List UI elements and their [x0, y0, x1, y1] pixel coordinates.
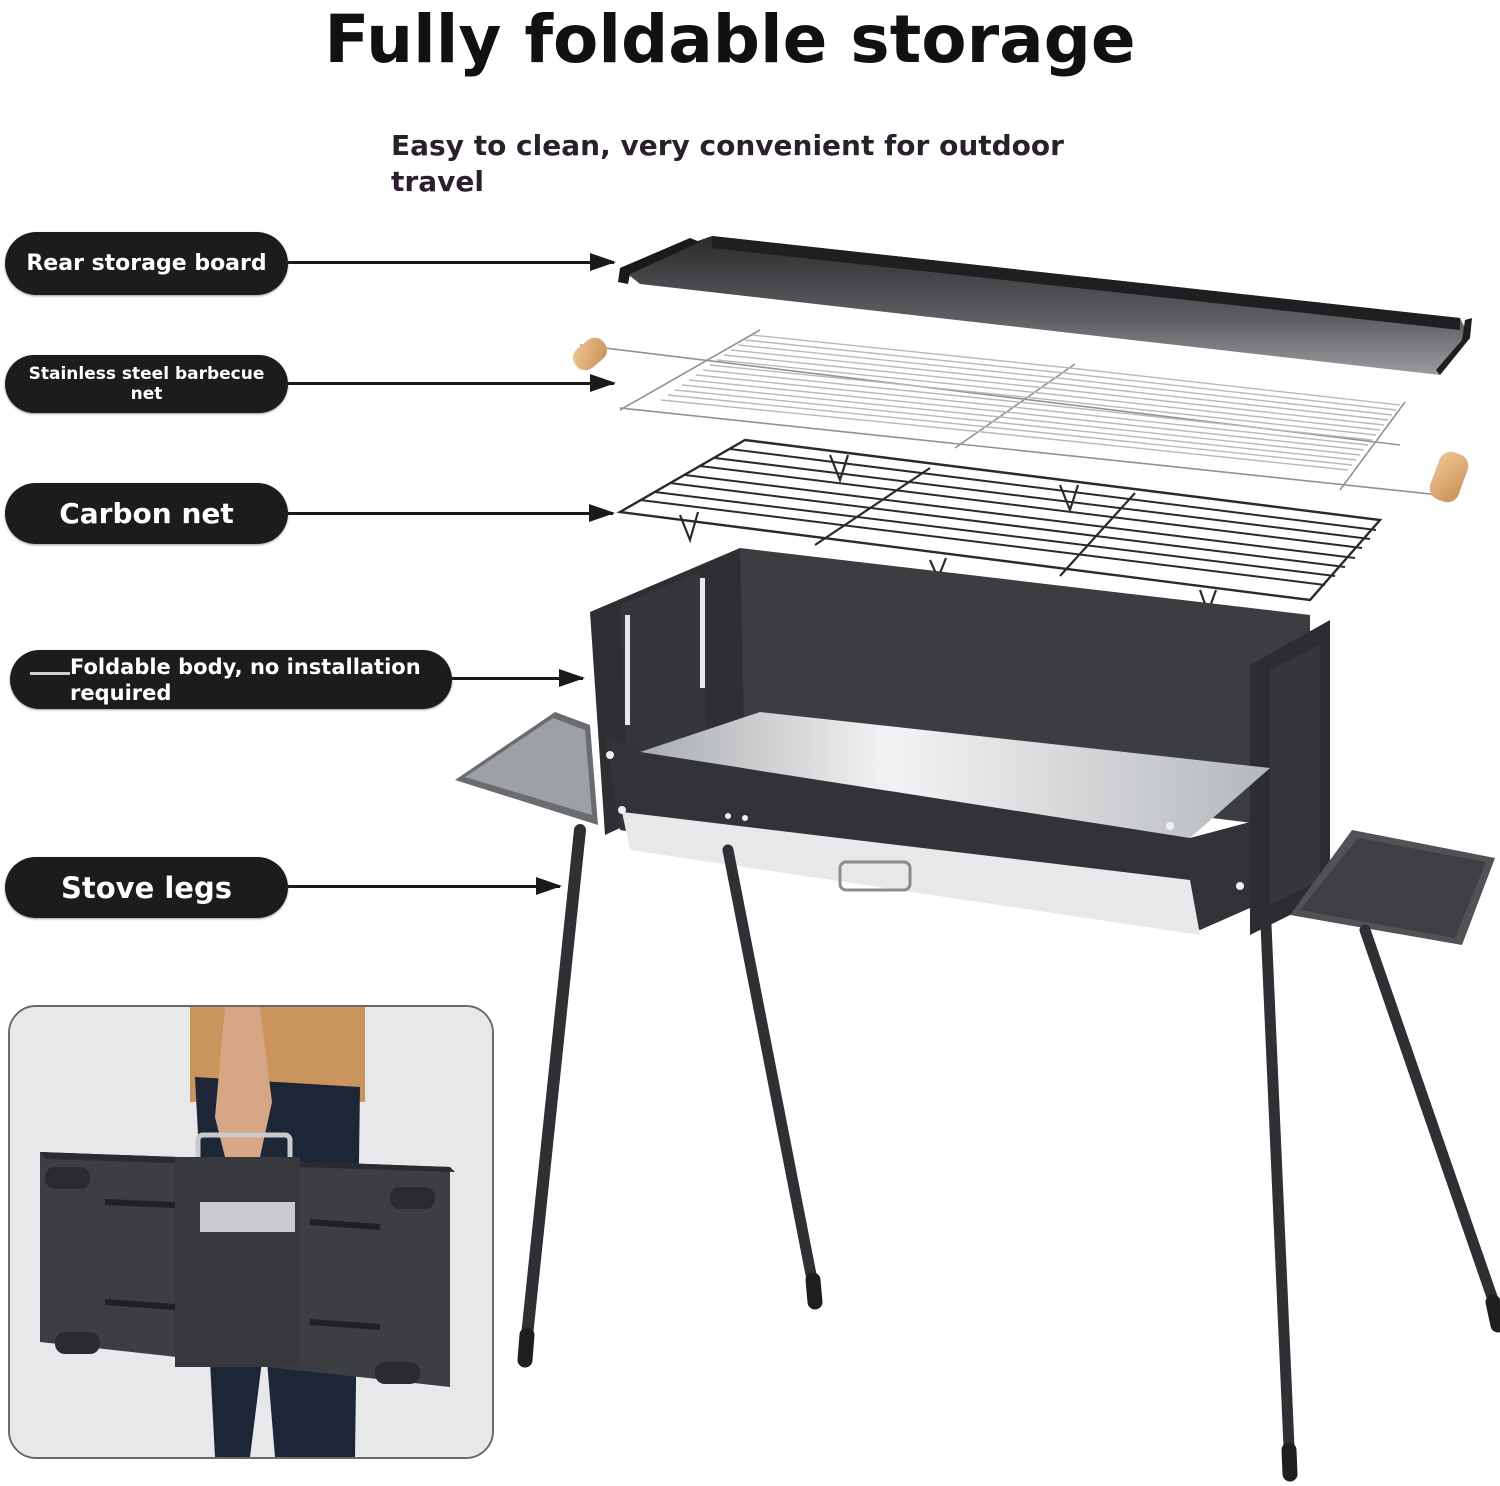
- callout-label: Stove legs: [5, 857, 288, 918]
- rear-storage-board: [618, 236, 1472, 375]
- callout-arrow: [288, 374, 616, 392]
- stove-legs: [517, 824, 1500, 1482]
- inset-folded-carry-photo: [8, 1005, 494, 1459]
- callout-arrow: [288, 877, 562, 895]
- stainless-steel-net: [572, 329, 1469, 503]
- callout-arrow: [288, 253, 616, 271]
- pill-accent-line: [30, 672, 70, 675]
- callout-label: Foldable body, no installation required: [10, 650, 452, 709]
- page-subtitle: Easy to clean, very convenient for outdo…: [391, 129, 1064, 198]
- callout-label: Stainless steel barbecue net: [5, 355, 288, 413]
- carbon-net: [616, 438, 1383, 616]
- foldable-body: [455, 548, 1495, 945]
- folded-grill-carry-illustration: [10, 1007, 492, 1457]
- callout-arrow: [288, 504, 615, 522]
- callout-label: Rear storage board: [5, 232, 288, 295]
- callout-arrow: [452, 669, 585, 687]
- page-title: Fully foldable storage: [324, 1, 1136, 78]
- callout-label: Carbon net: [5, 483, 288, 544]
